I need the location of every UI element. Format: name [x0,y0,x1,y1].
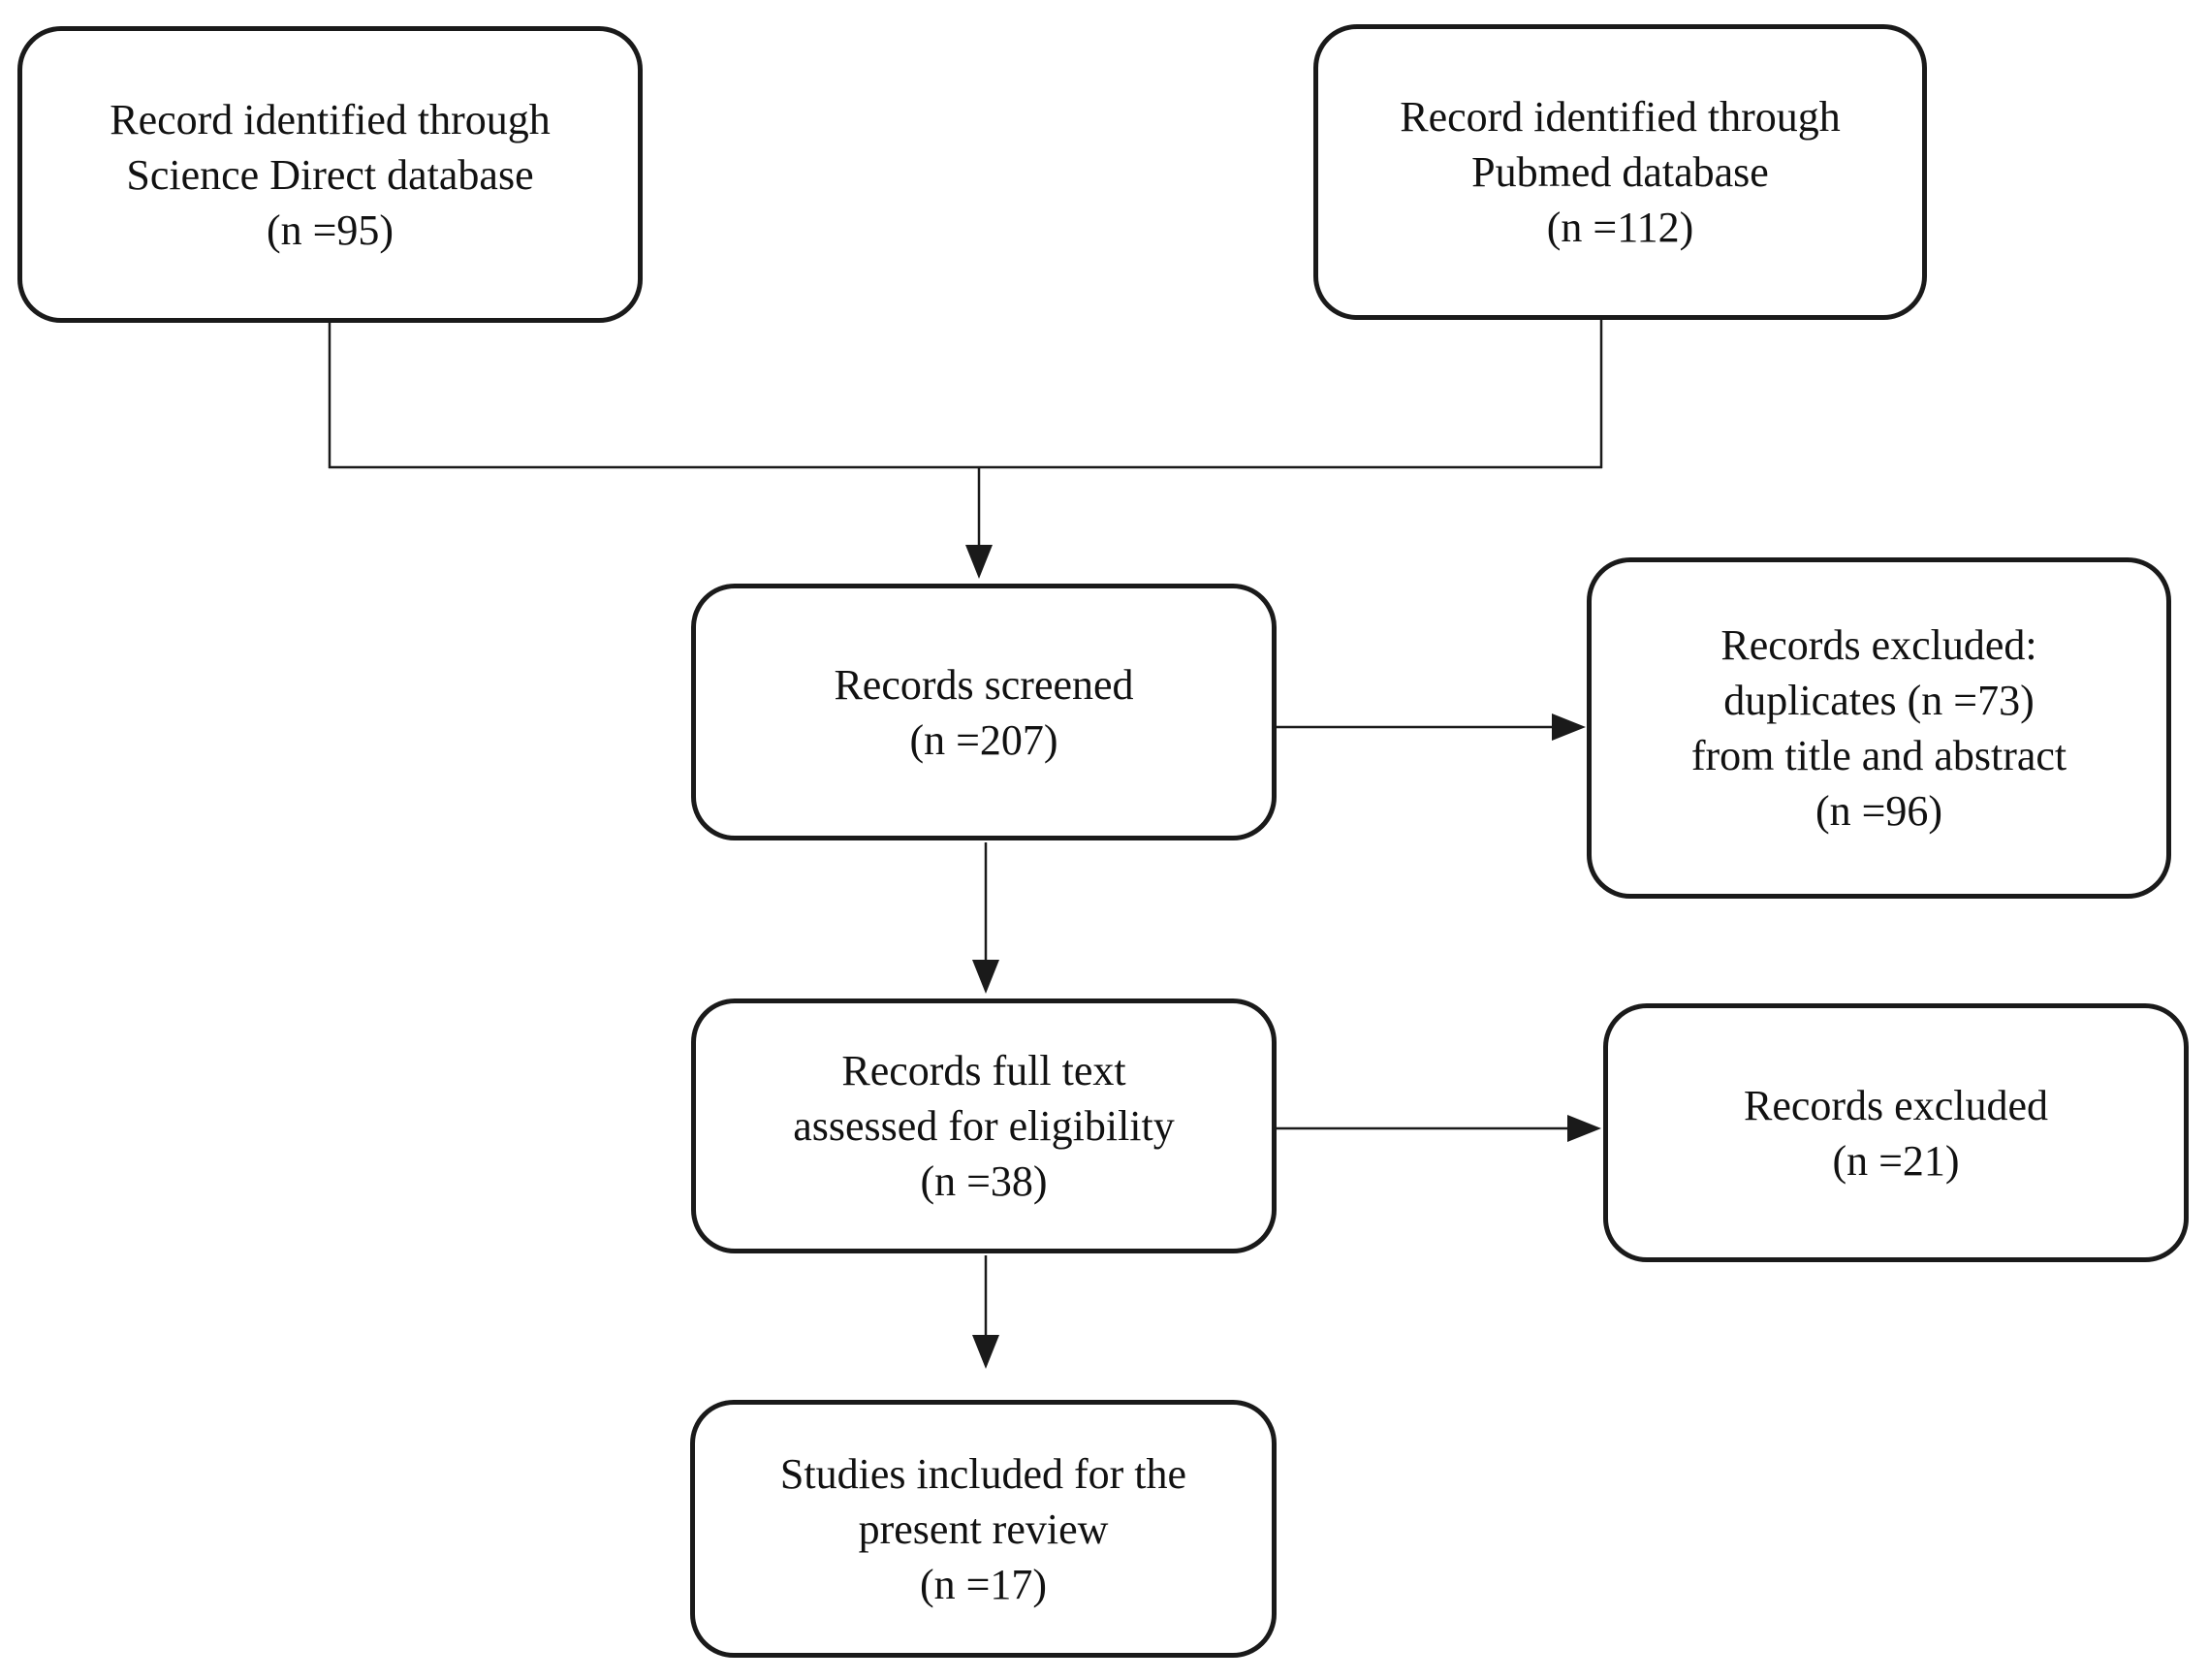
box-records-excluded-duplicates: Records excluded: duplicates (n =73) fro… [1587,557,2171,899]
box-line: Records excluded [1744,1081,2048,1129]
box-records-screened: Records screened (n =207) [691,584,1277,840]
box-line: Pubmed database [1471,148,1769,196]
box-pubmed-records: Record identified through Pubmed databas… [1313,24,1927,320]
arrow-fulltext-to-excluded [1277,1115,1601,1142]
box-line: assessed for eligibility [793,1102,1175,1150]
box-count: (n =207) [909,715,1058,764]
box-count: (n =38) [920,1157,1048,1205]
arrow-fulltext-to-included [972,1255,999,1369]
box-line: Records full text [841,1047,1126,1094]
box-line: present review [858,1505,1109,1553]
arrow-screened-to-fulltext [972,842,999,994]
arrow-merge-to-screened [965,467,993,579]
arrow-screened-to-excluded-duplicates [1277,713,1586,741]
box-count: (n =112) [1546,204,1694,251]
box-count: (n =21) [1832,1136,1960,1185]
box-count: (n =95) [266,206,394,254]
box-sciencedirect-records: Record identified through Science Direct… [17,26,643,323]
box-line: from title and abstract [1690,732,2067,779]
box-records-excluded: Records excluded (n =21) [1603,1003,2189,1262]
box-line: Record identified through [110,95,551,143]
box-records-fulltext-assessed: Records full text assessed for eligibili… [691,998,1277,1253]
box-line: Science Direct database [126,150,534,199]
box-line: duplicates (n =73) [1723,677,2035,724]
box-line: Records screened [834,660,1134,709]
box-count: (n =96) [1815,787,1943,835]
box-studies-included: Studies included for the present review … [690,1400,1277,1658]
box-count: (n =17) [919,1560,1048,1608]
box-line: Records excluded: [1720,621,2037,669]
box-line: Studies included for the [779,1449,1187,1498]
box-line: Record identified through [1400,93,1841,141]
